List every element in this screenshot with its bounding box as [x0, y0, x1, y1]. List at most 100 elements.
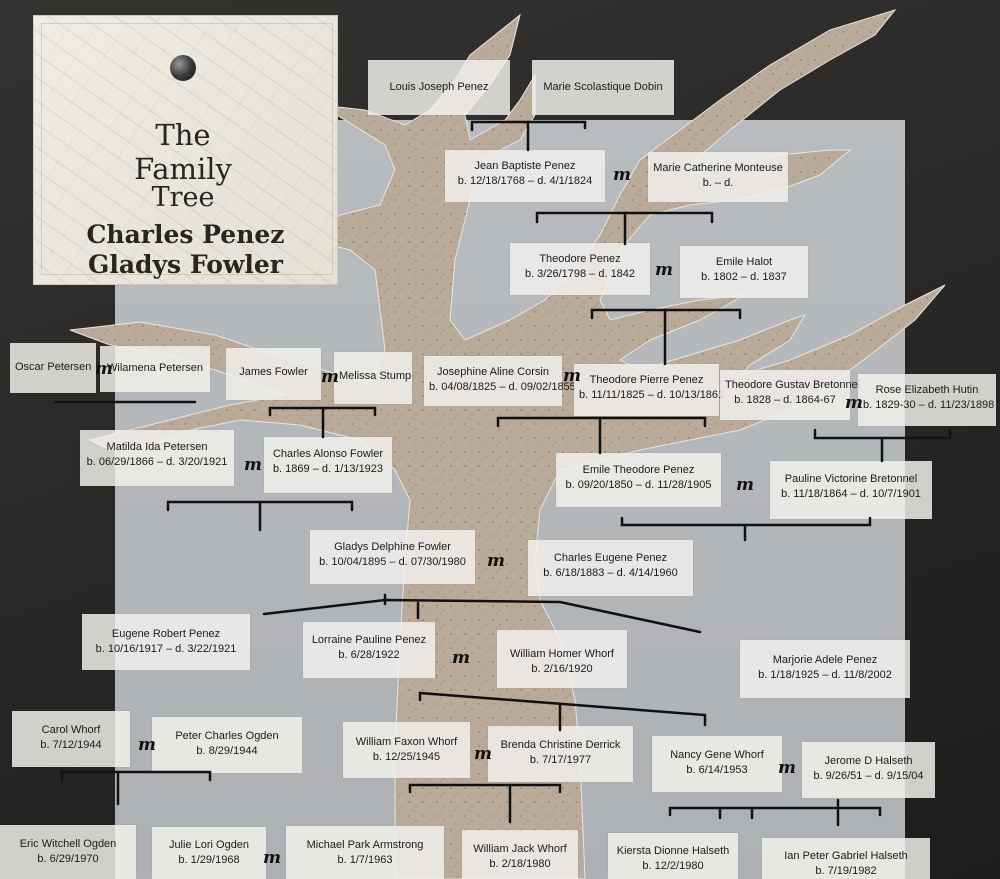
person-label-peter-charles-ogden: Peter Charles Ogden b. 8/29/1944: [152, 717, 302, 773]
person-label-emile-halot: Emile Halot b. 1802 – d. 1837: [680, 246, 808, 298]
person-name: Nancy Gene Whorf: [670, 749, 764, 761]
person-label-gladys-delphine-fowler: Gladys Delphine Fowler b. 10/04/1895 – d…: [310, 530, 475, 584]
title-tree: Tree: [151, 182, 215, 213]
marriage-mark: m: [487, 551, 505, 571]
person-label-pauline-victorine-bretonnel: Pauline Victorine Bretonnel b. 11/18/186…: [770, 461, 932, 519]
person-dates: b. 04/08/1825 – d. 09/02/1855: [429, 381, 576, 393]
person-label-william-homer-whorf: William Homer Whorf b. 2/16/1920: [497, 630, 627, 688]
person-dates: b. 6/28/1922: [338, 649, 400, 661]
marriage-mark: m: [563, 366, 581, 386]
marriage-mark: m: [736, 475, 754, 495]
person-name: Matilda Ida Petersen: [106, 441, 208, 453]
person-dates: b. 1/18/1925 – d. 11/8/2002: [758, 669, 892, 681]
person-name: Pauline Victorine Bretonnel: [784, 473, 918, 485]
person-label-wilamena-petersen: Wilamena Petersen: [100, 346, 210, 392]
person-dates: b. 09/20/1850 – d. 11/28/1905: [565, 479, 712, 491]
title-the-family: The Family: [134, 118, 232, 186]
person-dates: b. 7/19/1982: [815, 865, 877, 877]
person-dates: b. 1/29/1968: [178, 854, 240, 866]
person-label-michael-park-armstrong: Michael Park Armstrong b. 1/7/1963: [286, 826, 444, 879]
person-label-carol-whorf: Carol Whorf b. 7/12/1944: [12, 711, 130, 767]
person-name: Jerome D Halseth: [824, 755, 913, 767]
person-label-kiersta-dionne-halseth: Kiersta Dionne Halseth b. 12/2/1980: [608, 833, 738, 879]
person-label-emile-theodore-penez: Emile Theodore Penez b. 09/20/1850 – d. …: [556, 453, 721, 507]
person-label-brenda-christine-derrick: Brenda Christine Derrick b. 7/17/1977: [488, 726, 633, 782]
person-dates: b. 7/12/1944: [40, 739, 102, 751]
person-name: William Faxon Whorf: [355, 736, 458, 748]
person-label-charles-alonso-fowler: Charles Alonso Fowler b. 1869 – d. 1/13/…: [264, 437, 392, 493]
marriage-mark: m: [845, 393, 863, 413]
person-label-marie-catherine-monteuse: Marie Catherine Monteuse b. – d.: [648, 152, 788, 202]
person-name: Theodore Gustav Bretonnel: [725, 379, 861, 391]
person-label-melissa-stump: Melissa Stump: [334, 352, 412, 404]
marriage-mark: m: [452, 648, 470, 668]
person-name: Emile Theodore Penez: [582, 464, 695, 476]
person-name: Josephine Aline Corsin: [437, 366, 549, 378]
person-dates: b. 2/16/1920: [531, 663, 593, 675]
person-name: Lorraine Pauline Penez: [311, 634, 427, 646]
person-dates: b. 12/2/1980: [642, 860, 704, 872]
person-name: Kiersta Dionne Halseth: [616, 845, 730, 857]
person-name: Eugene Robert Penez: [111, 628, 221, 640]
person-dates: b. 9/26/51 – d. 9/15/04: [813, 770, 924, 782]
person-name: Gladys Delphine Fowler: [334, 541, 451, 553]
person-name: Wilamena Petersen: [107, 362, 203, 374]
person-name: James Fowler: [239, 366, 308, 378]
title-gladys-fowler: Gladys Fowler: [88, 250, 283, 279]
person-name: Marie Scolastique Dobin: [543, 81, 663, 93]
title-card: The Family Tree Charles Penez Gladys Fow…: [33, 15, 338, 285]
person-name: Theodore Pierre Penez: [589, 374, 704, 386]
person-label-james-fowler: James Fowler: [226, 348, 321, 400]
marriage-mark: m: [613, 165, 631, 185]
marriage-mark: m: [655, 260, 673, 280]
person-dates: b. 12/18/1768 – d. 4/1/1824: [457, 175, 593, 187]
person-label-lorraine-pauline-penez: Lorraine Pauline Penez b. 6/28/1922: [303, 622, 435, 678]
person-dates: b. 06/29/1866 – d. 3/20/1921: [86, 456, 228, 468]
person-name: Jean Baptiste Penez: [474, 160, 576, 172]
marriage-mark: m: [95, 359, 113, 379]
person-name: Michael Park Armstrong: [306, 839, 424, 851]
person-dates: b. 1829-30 – d. 11/23/1898: [863, 399, 995, 411]
marriage-mark: m: [321, 367, 339, 387]
person-label-oscar-petersen: Oscar Petersen: [10, 343, 96, 393]
person-label-jean-baptiste-penez: Jean Baptiste Penez b. 12/18/1768 – d. 4…: [445, 150, 605, 202]
person-label-louis-joseph-penez: Louis Joseph Penez: [368, 60, 510, 115]
person-dates: b. 10/04/1895 – d. 07/30/1980: [319, 556, 466, 568]
person-name: Ian Peter Gabriel Halseth: [784, 850, 908, 862]
person-label-eugene-robert-penez: Eugene Robert Penez b. 10/16/1917 – d. 3…: [82, 614, 250, 670]
person-dates: b. 6/29/1970: [37, 853, 99, 865]
person-label-rose-elizabeth-hutin: Rose Elizabeth Hutin b. 1829-30 – d. 11/…: [858, 374, 996, 426]
person-label-theodore-pierre-penez: Theodore Pierre Penez b. 11/11/1825 – d.…: [574, 364, 725, 416]
person-label-marie-scolastique-dobin: Marie Scolastique Dobin: [532, 60, 674, 115]
person-dates: b. 12/25/1945: [372, 751, 441, 763]
person-name: Oscar Petersen: [15, 361, 92, 373]
person-label-matilda-ida-petersen: Matilda Ida Petersen b. 06/29/1866 – d. …: [80, 430, 234, 486]
person-dates: b. 6/14/1953: [686, 764, 748, 776]
person-name: Louis Joseph Penez: [389, 81, 489, 93]
person-name: Julie Lori Ogden: [168, 839, 250, 851]
person-label-theodore-gustav-bretonnel: Theodore Gustav Bretonnel b. 1828 – d. 1…: [720, 370, 861, 420]
marriage-mark: m: [138, 735, 156, 755]
marriage-mark: m: [778, 758, 796, 778]
person-dates: b. 1802 – d. 1837: [701, 271, 787, 283]
person-dates: b. 11/11/1825 – d. 10/13/1861: [579, 389, 725, 401]
marriage-mark: m: [244, 455, 262, 475]
person-dates: b. 11/18/1864 – d. 10/7/1901: [781, 488, 921, 500]
person-name: Theodore Penez: [539, 253, 621, 265]
person-dates: b. 1869 – d. 1/13/1923: [272, 463, 384, 475]
person-label-julie-lori-ogden: Julie Lori Ogden b. 1/29/1968: [152, 827, 266, 879]
title-charles-penez: Charles Penez: [86, 220, 285, 249]
person-name: Marjorie Adele Penez: [772, 654, 878, 666]
person-label-charles-eugene-penez: Charles Eugene Penez b. 6/18/1883 – d. 4…: [528, 540, 693, 596]
person-dates: b. 6/18/1883 – d. 4/14/1960: [543, 567, 678, 579]
person-dates: b. 7/17/1977: [529, 754, 592, 766]
person-name: Rose Elizabeth Hutin: [875, 384, 979, 396]
person-dates: b. – d.: [702, 177, 734, 189]
person-name: Eric Witchell Ogden: [19, 838, 117, 850]
person-label-nancy-gene-whorf: Nancy Gene Whorf b. 6/14/1953: [652, 736, 782, 792]
person-label-william-faxon-whorf: William Faxon Whorf b. 12/25/1945: [343, 722, 470, 778]
person-name: William Jack Whorf: [473, 843, 567, 855]
person-label-william-jack-whorf: William Jack Whorf b. 2/18/1980: [462, 830, 578, 879]
